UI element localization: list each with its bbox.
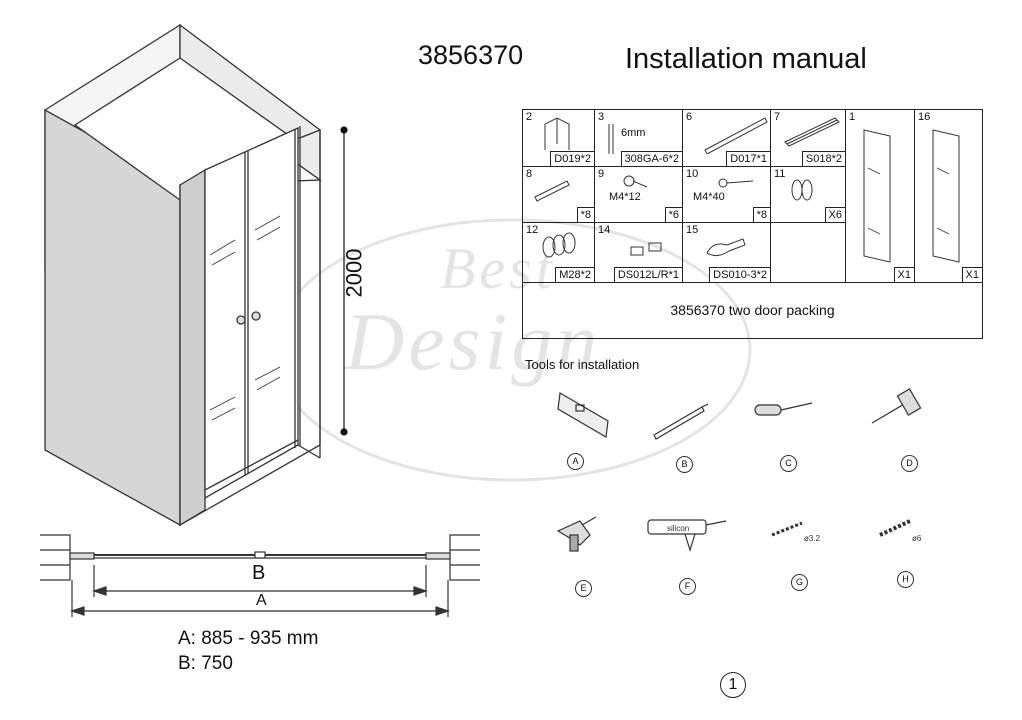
threshold-part-icon — [784, 117, 840, 147]
part-number: 14 — [598, 224, 611, 236]
door-panel-icon — [863, 129, 891, 263]
part-number: 9 — [598, 168, 605, 180]
silicon-label: silicon — [667, 524, 689, 533]
part-number: 12 — [526, 224, 539, 236]
spirit-level-icon — [557, 392, 609, 438]
tool-letter-d: D — [901, 455, 918, 472]
height-dimension-label: 2000 — [341, 248, 367, 298]
drill-bit-g-label: ø3.2 — [804, 534, 821, 543]
bracket-part-icon — [630, 242, 662, 256]
legend-dimension-a: A: 885 - 935 mm — [178, 628, 319, 649]
packing-label: 3856370 two door packing — [670, 302, 835, 318]
pencil-icon — [653, 403, 709, 440]
screw-icon — [718, 178, 754, 188]
hammer-icon — [871, 388, 922, 424]
part-number: 6 — [686, 111, 693, 123]
model-code: 3856370 — [418, 40, 524, 70]
part-number: 8 — [526, 168, 533, 180]
silicone-gun-icon — [647, 519, 727, 553]
part-number: 10 — [686, 168, 699, 180]
part-cell-8: 8 *8 — [523, 167, 595, 223]
part-cell-3: 3 6mm 308GA-6*2 — [595, 110, 683, 167]
part-cell-2: 2 D019*2 — [523, 110, 595, 167]
tool-letter-g: G — [791, 574, 808, 591]
plan-view-drawing — [40, 534, 480, 617]
legend-dimension-b: B: 750 — [178, 653, 233, 674]
shower-enclosure-drawing — [44, 23, 348, 527]
part-cell-14: 14 DS012L/R*1 — [595, 223, 683, 283]
tool-letter-f: F — [679, 578, 696, 595]
part-number: 1 — [849, 111, 856, 123]
part-cell-11: 11 X6 — [771, 167, 846, 223]
part-code: D019*2 — [550, 151, 594, 166]
part-code: *8 — [752, 207, 770, 222]
part-code: X6 — [824, 207, 845, 222]
part-code: M28*2 — [555, 267, 594, 282]
part-number: 15 — [686, 224, 699, 236]
screw-icon — [623, 175, 648, 188]
screwdriver-icon — [754, 402, 813, 416]
part-note: 6mm — [621, 127, 646, 139]
part-number: 7 — [774, 111, 781, 123]
part-cell-12: 12 M28*2 — [523, 223, 595, 283]
tool-letter-c: C — [780, 455, 797, 472]
part-number: 16 — [918, 111, 931, 123]
tool-letter-h: H — [897, 571, 914, 588]
dimension-a-label: A — [256, 592, 267, 609]
tool-letter-e: E — [575, 580, 592, 597]
dimension-b-label: B — [252, 562, 266, 584]
part-code: S018*2 — [801, 151, 845, 166]
watermark: Best Design — [270, 215, 755, 485]
part-code: *8 — [576, 207, 594, 222]
part-cell-16: 16 X1 — [915, 110, 982, 283]
part-code: *6 — [664, 207, 682, 222]
drill-bit-icon — [771, 521, 803, 537]
part-number: 2 — [526, 111, 533, 123]
profile-part-icon — [544, 117, 570, 150]
part-cell-9: 9 M4*12 *6 — [595, 167, 683, 223]
parts-table: 2 D019*2 3 6mm 308GA-6*2 6 D017*1 7 S018… — [522, 109, 983, 339]
part-cell-6: 6 D017*1 — [683, 110, 771, 167]
part-cell-15: 15 DS010-3*2 — [683, 223, 771, 283]
part-code: D017*1 — [726, 151, 770, 166]
seal-part-icon — [706, 238, 746, 257]
part-code: DS012L/R*1 — [613, 267, 682, 282]
drill-icon — [556, 516, 597, 552]
rail-part-icon — [704, 117, 768, 154]
cap-part-icon — [791, 179, 813, 201]
drill-bit-h-label: ø6 — [912, 534, 922, 543]
tool-letter-a: A — [567, 453, 584, 470]
seal-strip-icon — [608, 124, 614, 154]
part-code: X1 — [893, 267, 914, 282]
part-code: X1 — [961, 267, 982, 282]
tools-illustration: silicon ø3.2 ø6 — [556, 388, 922, 553]
part-code: 308GA-6*2 — [620, 151, 682, 166]
part-cell-1: 1 X1 — [846, 110, 915, 283]
door-panel-icon — [932, 129, 960, 263]
part-code: DS010-3*2 — [709, 267, 770, 282]
part-cell-10: 10 M4*40 *8 — [683, 167, 771, 223]
watermark-line1: Best — [440, 236, 556, 301]
part-note: M4*40 — [693, 191, 725, 203]
page-title: Installation manual — [625, 43, 867, 75]
connector-part-icon — [534, 180, 570, 202]
tools-title: Tools for installation — [525, 357, 640, 372]
watermark-line2: Design — [345, 296, 602, 387]
part-note: M4*12 — [609, 191, 641, 203]
drill-bit-icon — [879, 519, 911, 537]
part-number: 11 — [774, 168, 786, 180]
page-number: 1 — [720, 672, 746, 698]
part-cell-7: 7 S018*2 — [771, 110, 846, 167]
roller-part-icon — [542, 232, 576, 258]
part-cell-empty — [771, 223, 846, 283]
tool-letter-b: B — [676, 456, 693, 473]
part-number: 3 — [598, 111, 605, 123]
